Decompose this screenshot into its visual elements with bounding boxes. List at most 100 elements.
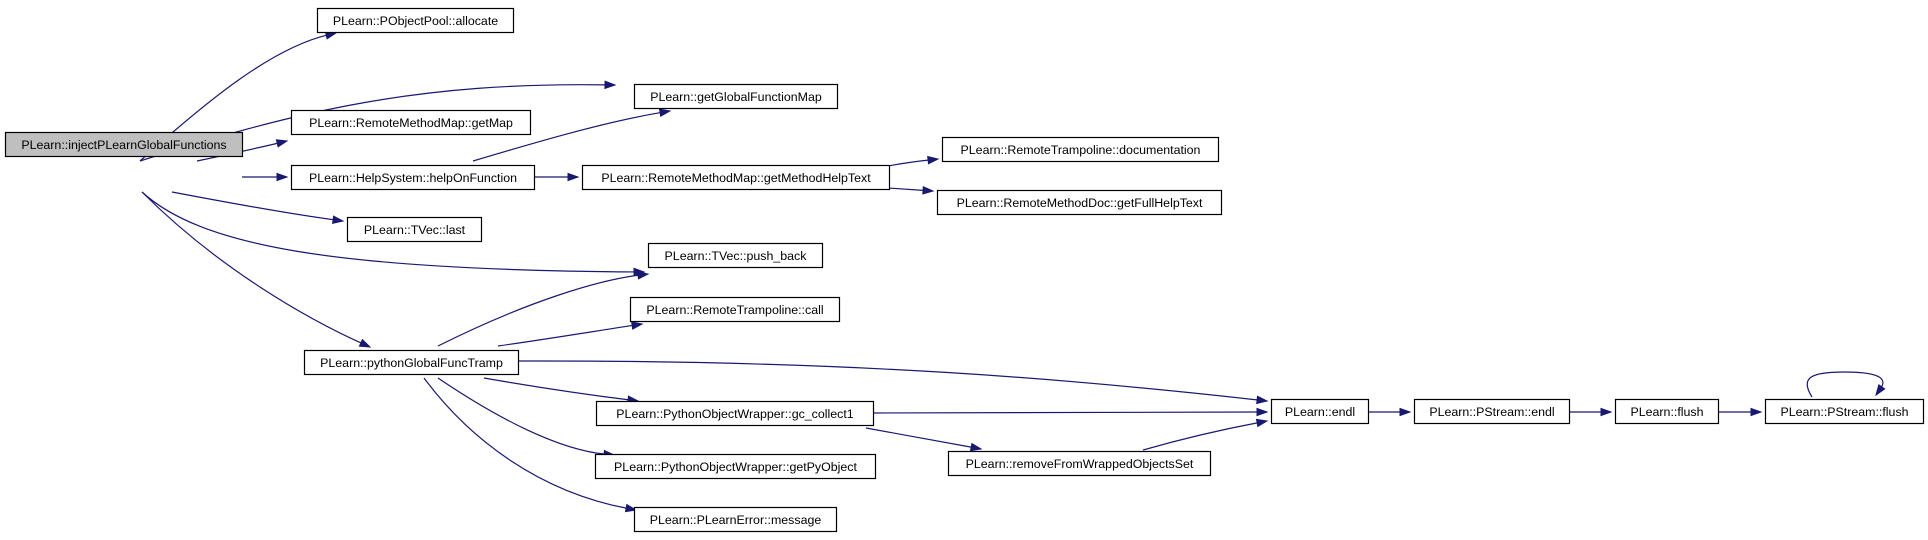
node-getGlobalFunctionMap[interactable]: PLearn::getGlobalFunctionMap (633, 83, 839, 110)
arrowhead (1399, 407, 1412, 417)
node-box[interactable] (346, 216, 483, 243)
node-box[interactable] (947, 450, 1212, 477)
node-message[interactable]: PLearn::PLearnError::message (633, 506, 838, 533)
node-label: PLearn::TVec::last (364, 223, 466, 237)
node-label: PLearn::RemoteMethodMap::getMethodHelpTe… (601, 171, 871, 185)
node-inject[interactable]: PLearn::injectPLearnGlobalFunctions (4, 131, 244, 158)
edge-inject-to-last (171, 191, 345, 224)
node-box[interactable] (594, 453, 877, 480)
edge-line (483, 377, 631, 401)
edge-pstream_endl-to-flush (1569, 407, 1613, 417)
edge-line (872, 411, 1260, 414)
node-label: PLearn::PStream::flush (1780, 405, 1908, 419)
arrowhead (1600, 407, 1613, 417)
edge-pythonGlobalFuncTramp-to-getPyObject (437, 377, 616, 459)
node-endl[interactable]: PLearn::endl (1270, 398, 1370, 425)
node-pstream_endl[interactable]: PLearn::PStream::endl (1413, 398, 1571, 425)
edge-line (472, 111, 663, 162)
node-getMap[interactable]: PLearn::RemoteMethodMap::getMap (290, 109, 532, 136)
node-box[interactable] (941, 136, 1220, 163)
arrowhead (637, 271, 650, 280)
edge-getMethodHelpText-to-documentation (887, 155, 940, 167)
node-call[interactable]: PLearn::RemoteTrampoline::call (629, 296, 841, 323)
node-push_back[interactable]: PLearn::TVec::push_back (647, 242, 824, 269)
edge-endl-to-pstream_endl (1368, 407, 1412, 417)
node-allocate[interactable]: PLearn::PObjectPool::allocate (316, 7, 515, 34)
node-label: PLearn::PythonObjectWrapper::gc_collect1 (616, 407, 853, 421)
node-box[interactable] (936, 189, 1223, 216)
node-box[interactable] (1413, 398, 1571, 425)
node-label: PLearn::RemoteTrampoline::call (646, 303, 823, 317)
edge-inject-to-helpOnFunction (242, 172, 289, 182)
arrowhead (1256, 395, 1269, 405)
node-pythonGlobalFuncTramp[interactable]: PLearn::pythonGlobalFuncTramp (303, 349, 520, 376)
node-label: PLearn::TVec::push_back (665, 249, 808, 263)
edge-pythonGlobalFuncTramp-to-gc_collect1 (483, 377, 640, 404)
edge-pythonGlobalFuncTramp-to-push_back (437, 271, 650, 347)
edge-line (437, 377, 607, 455)
edge-line (1806, 371, 1884, 398)
edge-line (517, 360, 1260, 401)
arrowhead (604, 80, 617, 90)
edge-helpOnFunction-to-getGlobalFunctionMap (472, 108, 672, 162)
node-label: PLearn::getGlobalFunctionMap (650, 90, 822, 104)
node-box[interactable] (595, 400, 875, 427)
edge-flush-to-pstream_flush (1718, 407, 1763, 417)
node-box[interactable] (303, 349, 520, 376)
edge-inject-to-pythonGlobalFuncTramp (141, 191, 372, 348)
node-gc_collect1[interactable]: PLearn::PythonObjectWrapper::gc_collect1 (595, 400, 875, 427)
node-getMethodHelpText[interactable]: PLearn::RemoteMethodMap::getMethodHelpTe… (581, 164, 891, 191)
node-box[interactable] (1270, 398, 1370, 425)
node-box[interactable] (1764, 398, 1925, 425)
arrowhead (276, 172, 289, 182)
node-box[interactable] (290, 109, 532, 136)
node-label: PLearn::injectPLearnGlobalFunctions (21, 138, 226, 152)
edge-line (437, 274, 641, 347)
edge-pythonGlobalFuncTramp-to-call (497, 321, 644, 347)
node-label: PLearn::removeFromWrappedObjectsSet (966, 457, 1194, 471)
node-box[interactable] (633, 506, 838, 533)
node-last[interactable]: PLearn::TVec::last (346, 216, 483, 243)
node-label: PLearn::PObjectPool::allocate (333, 14, 498, 28)
node-box[interactable] (1614, 398, 1720, 425)
node-label: PLearn::pythonGlobalFuncTramp (320, 356, 503, 370)
edge-getMethodHelpText-to-getFullHelpText (887, 185, 935, 195)
node-box[interactable] (290, 164, 536, 191)
node-label: PLearn::PythonObjectWrapper::getPyObject (614, 460, 857, 474)
node-documentation[interactable]: PLearn::RemoteTrampoline::documentation (941, 136, 1220, 163)
edge-pstream_flush-to-pstream_flush (1806, 371, 1886, 398)
arrowhead (1875, 383, 1886, 397)
node-box[interactable] (4, 131, 244, 158)
node-box[interactable] (316, 7, 515, 34)
node-label: PLearn::RemoteMethodDoc::getFullHelpText (957, 196, 1203, 210)
edge-removeFromWrappedObjectsSet-to-endl (1142, 418, 1269, 451)
node-label: PLearn::HelpSystem::helpOnFunction (309, 171, 517, 185)
node-box[interactable] (633, 83, 839, 110)
edges-layer (139, 31, 1886, 513)
arrowhead (332, 215, 345, 224)
node-box[interactable] (629, 296, 841, 323)
node-getFullHelpText[interactable]: PLearn::RemoteMethodDoc::getFullHelpText (936, 189, 1223, 216)
node-flush[interactable]: PLearn::flush (1614, 398, 1720, 425)
edge-line (887, 159, 931, 167)
edge-line (171, 191, 336, 221)
arrowhead (969, 442, 983, 452)
node-pstream_flush[interactable]: PLearn::PStream::flush (1764, 398, 1925, 425)
arrowhead (922, 185, 935, 195)
edge-gc_collect1-to-removeFromWrappedObjectsSet (865, 427, 983, 452)
node-label: PLearn::endl (1285, 405, 1355, 419)
arrowhead (1256, 407, 1269, 417)
arrowhead (658, 108, 672, 117)
edge-line (423, 377, 629, 510)
edge-gc_collect1-to-endl (872, 407, 1269, 417)
arrowhead (630, 321, 644, 330)
node-box[interactable] (581, 164, 891, 191)
node-label: PLearn::flush (1630, 405, 1703, 419)
edge-pythonGlobalFuncTramp-to-message (423, 377, 638, 513)
edge-line (1142, 421, 1260, 451)
node-getPyObject[interactable]: PLearn::PythonObjectWrapper::getPyObject (594, 453, 877, 480)
node-removeFromWrappedObjectsSet[interactable]: PLearn::removeFromWrappedObjectsSet (947, 450, 1212, 477)
node-helpOnFunction[interactable]: PLearn::HelpSystem::helpOnFunction (290, 164, 536, 191)
node-box[interactable] (647, 242, 824, 269)
